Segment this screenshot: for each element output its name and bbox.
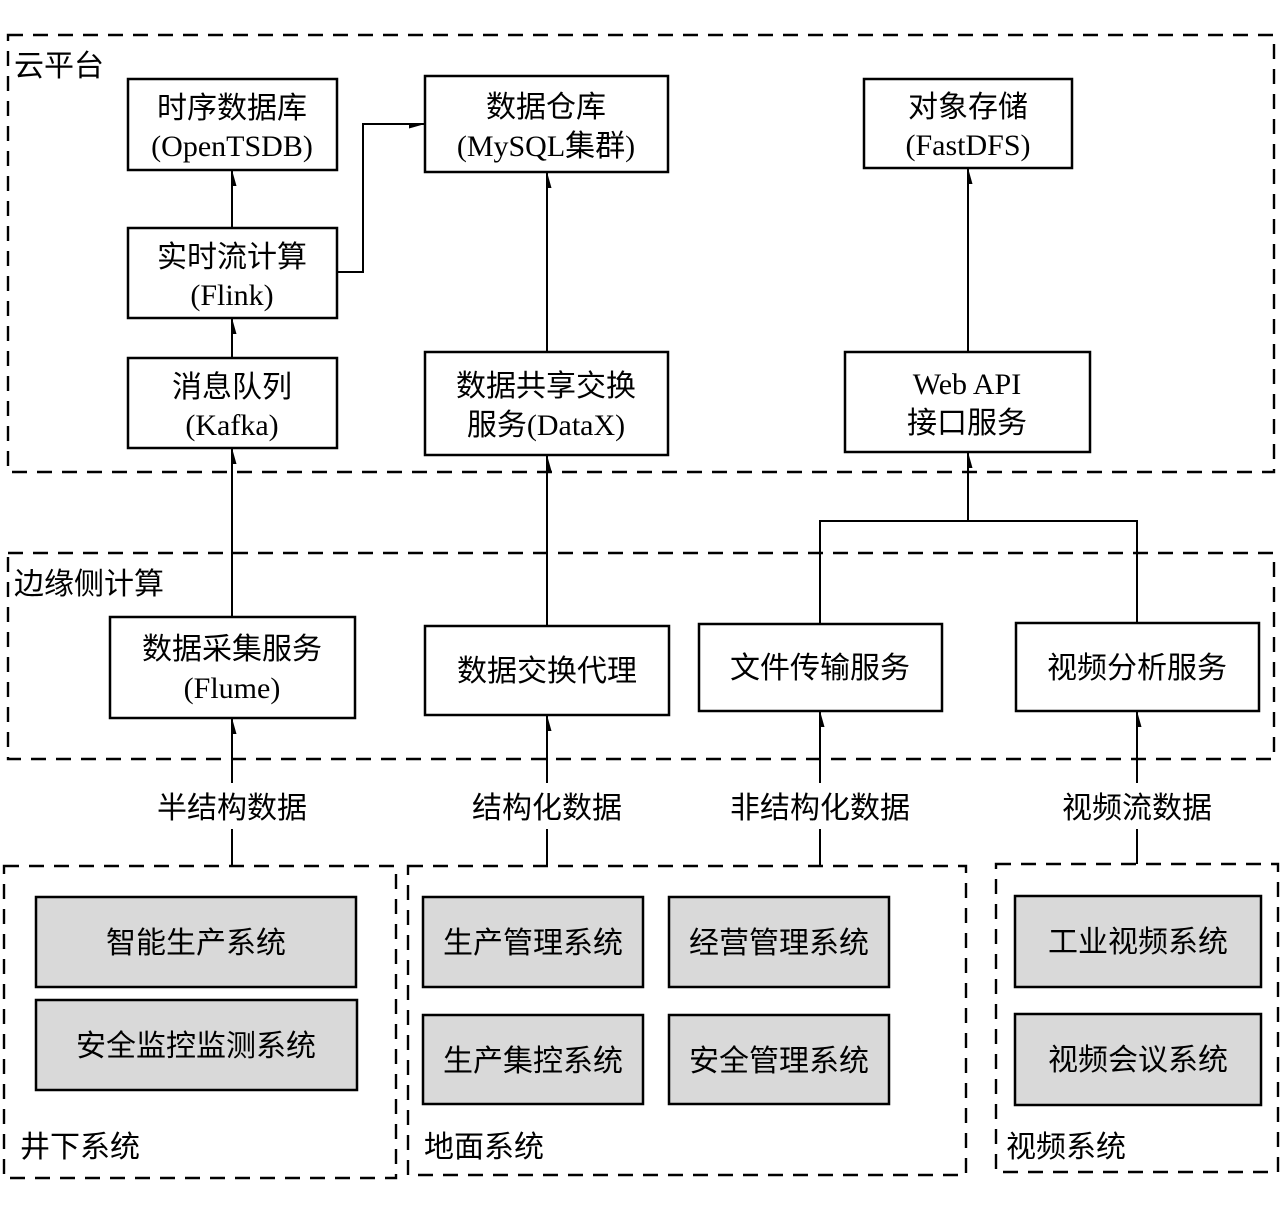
video-systems-border — [994, 862, 1280, 1174]
video-systems-label: 视频系统 — [1006, 1131, 1126, 1164]
data-warehouse-box — [423, 74, 670, 174]
node-data-collect-service: 数据采集服务 (Flume) — [108, 615, 357, 720]
surface-systems-label: 地面系统 — [424, 1131, 544, 1164]
object-storage-box — [862, 77, 1074, 170]
production-control-box — [421, 1013, 645, 1106]
business-management-box — [667, 895, 891, 989]
data-warehouse-label-line1: 数据仓库 — [486, 91, 606, 124]
production-control-label: 生产集控系统 — [443, 1045, 623, 1078]
file-transfer-service-box — [697, 622, 944, 713]
data-collect-service-box — [108, 615, 357, 720]
safety-monitoring-label: 安全监控监测系统 — [76, 1030, 316, 1063]
system-production-control: 生产集控系统 — [421, 1013, 645, 1106]
safety-management-box — [667, 1013, 891, 1106]
system-industrial-video: 工业视频系统 — [1013, 894, 1263, 989]
surface-systems-border — [406, 864, 968, 1177]
stream-computing-label-line1: 实时流计算 — [157, 241, 307, 274]
time-series-db-label-line1: 时序数据库 — [157, 92, 307, 125]
underground-systems-border — [2, 864, 398, 1180]
node-web-api: Web API 接口服务 — [843, 350, 1092, 454]
system-production-management: 生产管理系统 — [421, 895, 645, 989]
cloud-platform-border — [6, 33, 1276, 474]
node-data-exchange-agent: 数据交换代理 — [423, 624, 671, 717]
container-cloud-platform: 云平台 — [6, 33, 1276, 474]
container-surface-systems: 地面系统 — [406, 864, 968, 1177]
underground-systems-label: 井下系统 — [20, 1131, 140, 1164]
cloud-platform-label: 云平台 — [14, 50, 104, 83]
data-warehouse-label-line2: (MySQL集群) — [457, 130, 635, 163]
system-business-management: 经营管理系统 — [667, 895, 891, 989]
container-underground-systems: 井下系统 — [2, 864, 398, 1180]
system-video-conference: 视频会议系统 — [1013, 1012, 1263, 1107]
web-api-label-line1: Web API — [913, 368, 1021, 401]
smart-production-label: 智能生产系统 — [106, 927, 286, 960]
message-queue-label-line1: 消息队列 — [172, 371, 292, 404]
data-exchange-agent-label: 数据交换代理 — [457, 655, 637, 688]
safety-monitoring-box — [34, 998, 359, 1092]
structured-label-mask — [459, 783, 635, 829]
node-message-queue: 消息队列 (Kafka) — [126, 356, 339, 450]
video-conference-label: 视频会议系统 — [1048, 1044, 1228, 1077]
safety-management-label: 安全管理系统 — [689, 1045, 869, 1078]
stream-computing-label-line2: (Flink) — [190, 279, 273, 312]
smart-production-box — [34, 895, 358, 989]
industrial-video-box — [1013, 894, 1263, 989]
node-stream-computing: 实时流计算 (Flink) — [126, 226, 339, 320]
data-flow-labels: 半结构数据 结构化数据 非结构化数据 视频流数据 — [144, 783, 1225, 829]
node-time-series-db: 时序数据库 (OpenTSDB) — [126, 77, 339, 172]
business-management-label: 经营管理系统 — [689, 927, 869, 960]
container-edge-computing: 边缘侧计算 — [6, 551, 1276, 761]
node-object-storage: 对象存储 (FastDFS) — [862, 77, 1074, 170]
data-share-exchange-label-line2: 服务(DataX) — [467, 409, 625, 442]
web-api-label-line2: 接口服务 — [907, 407, 1027, 440]
unstructured-data-label: 非结构化数据 — [730, 792, 910, 825]
object-storage-label-line2: (FastDFS) — [905, 129, 1030, 162]
video-conference-box — [1013, 1012, 1263, 1107]
data-collect-service-label-line1: 数据采集服务 — [142, 633, 322, 666]
production-management-label: 生产管理系统 — [443, 927, 623, 960]
video-analysis-service-label: 视频分析服务 — [1047, 652, 1227, 685]
node-data-warehouse: 数据仓库 (MySQL集群) — [423, 74, 670, 174]
arrow-flink-to-warehouse — [337, 123, 425, 273]
object-storage-label-line1: 对象存储 — [908, 91, 1028, 124]
system-smart-production: 智能生产系统 — [34, 895, 358, 989]
message-queue-label-line2: (Kafka) — [185, 409, 278, 442]
time-series-db-label-line2: (OpenTSDB) — [151, 130, 313, 163]
file-transfer-service-label: 文件传输服务 — [730, 652, 910, 685]
data-exchange-agent-box — [423, 624, 671, 717]
node-data-share-exchange: 数据共享交换 服务(DataX) — [423, 350, 670, 457]
web-api-box — [843, 350, 1092, 454]
semi-structured-label-mask — [144, 783, 320, 829]
video-stream-label-mask — [1049, 783, 1225, 829]
edge-computing-label: 边缘侧计算 — [14, 568, 164, 601]
data-share-exchange-label-line1: 数据共享交换 — [456, 370, 636, 403]
production-management-box — [421, 895, 645, 989]
edge-computing-border — [6, 551, 1276, 761]
time-series-db-box — [126, 77, 339, 172]
video-analysis-service-box — [1014, 621, 1261, 713]
system-safety-monitoring: 安全监控监测系统 — [34, 998, 359, 1092]
data-collect-service-label-line2: (Flume) — [184, 672, 281, 705]
video-stream-data-label: 视频流数据 — [1062, 792, 1212, 825]
container-video-systems: 视频系统 — [994, 862, 1280, 1174]
structured-data-label: 结构化数据 — [472, 792, 622, 825]
diagram-arrows — [231, 123, 1138, 866]
industrial-video-label: 工业视频系统 — [1048, 926, 1228, 959]
unstructured-label-mask — [714, 783, 926, 829]
node-video-analysis-service: 视频分析服务 — [1014, 621, 1261, 713]
system-safety-management: 安全管理系统 — [667, 1013, 891, 1106]
semi-structured-data-label: 半结构数据 — [157, 792, 307, 825]
node-file-transfer-service: 文件传输服务 — [697, 622, 944, 713]
connector-merge-to-webapi — [819, 520, 1138, 624]
